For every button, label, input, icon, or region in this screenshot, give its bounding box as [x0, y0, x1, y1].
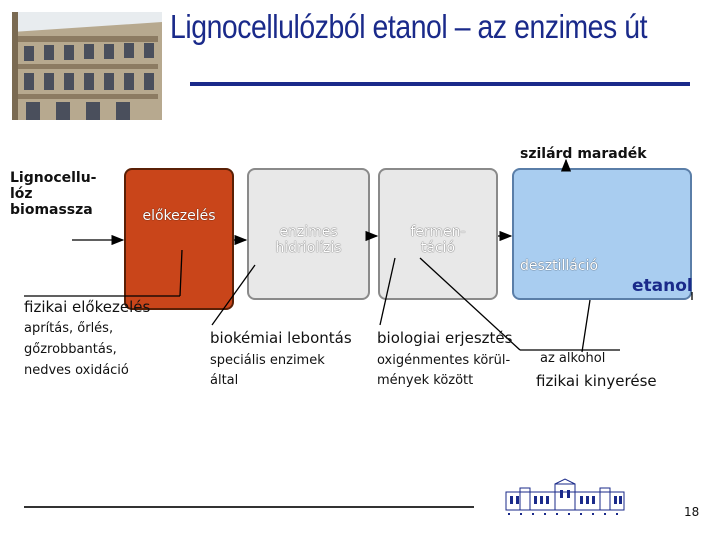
fermentation-note-line2: mények között	[377, 373, 474, 388]
hydrolysis-block: enzimes hidriolízis	[247, 168, 370, 300]
hydrolysis-note: speciális enzimek által	[210, 351, 325, 391]
fermentation-block: fermen- táció	[378, 168, 498, 300]
distillation-label: desztilláció	[520, 258, 599, 274]
pretreatment-label: előkezelés	[142, 208, 216, 224]
page-title: Lignocellulózból etanol – az enzimes út	[170, 8, 648, 45]
pretreatment-note: aprítás, őrlés, gőzrobbantás, nedves oxi…	[24, 318, 129, 381]
building-photo	[12, 12, 162, 120]
fermentation-to-distillation-leader	[419, 257, 521, 351]
distillation-note-leader	[581, 299, 591, 353]
university-logo	[505, 478, 625, 515]
input-label-line3: biomassza	[10, 202, 93, 218]
hydrolysis-label-line2: hidriolízis	[275, 240, 342, 256]
fermentation-note: oxigénmentes körül- mények között	[377, 351, 510, 391]
pretreatment-note-line2: gőzrobbantás,	[24, 342, 117, 357]
page-number: 18	[684, 505, 700, 519]
fermentation-label-line2: táció	[420, 240, 456, 256]
fermentation-note-line1: oxigénmentes körül-	[377, 353, 511, 368]
hydrolysis-label: enzimes hidriolízis	[249, 224, 368, 256]
distillation-block: desztilláció	[512, 168, 692, 300]
footer-rule	[24, 506, 474, 508]
pretreatment-note-title: fizikai előkezelés	[24, 298, 151, 316]
input-biomass-label: Lignocellu- lóz biomassza	[10, 170, 97, 218]
fermentation-note-title: biologiai erjesztés	[377, 329, 513, 347]
pretreatment-block: előkezelés	[124, 168, 234, 310]
hydrolysis-label-line1: enzimes	[279, 224, 338, 240]
solid-residue-label: szilárd maradék	[520, 146, 647, 162]
distillation-note-line1: az alkohol	[540, 351, 606, 366]
fermentation-label-line1: fermen-	[410, 224, 466, 240]
fermentation-label: fermen- táció	[380, 224, 496, 256]
pretreatment-note-line3: nedves oxidáció	[24, 363, 129, 378]
distillation-note-line2: fizikai kinyerése	[536, 372, 657, 390]
input-label-line1: Lignocellu-	[10, 170, 97, 186]
pretreatment-note-leader	[179, 249, 183, 297]
input-label-line2: lóz	[10, 186, 33, 202]
ethanol-label: etanol	[632, 276, 693, 296]
fermentation-note-leader	[379, 257, 396, 326]
hydrolysis-note-leader	[211, 264, 256, 326]
pretreatment-note-line1: aprítás, őrlés,	[24, 321, 114, 336]
title-underline	[190, 82, 690, 86]
hydrolysis-note-line1: speciális enzimek	[210, 353, 325, 368]
hydrolysis-note-line2: által	[210, 373, 239, 388]
hydrolysis-note-title: biokémiai lebontás	[210, 329, 352, 347]
